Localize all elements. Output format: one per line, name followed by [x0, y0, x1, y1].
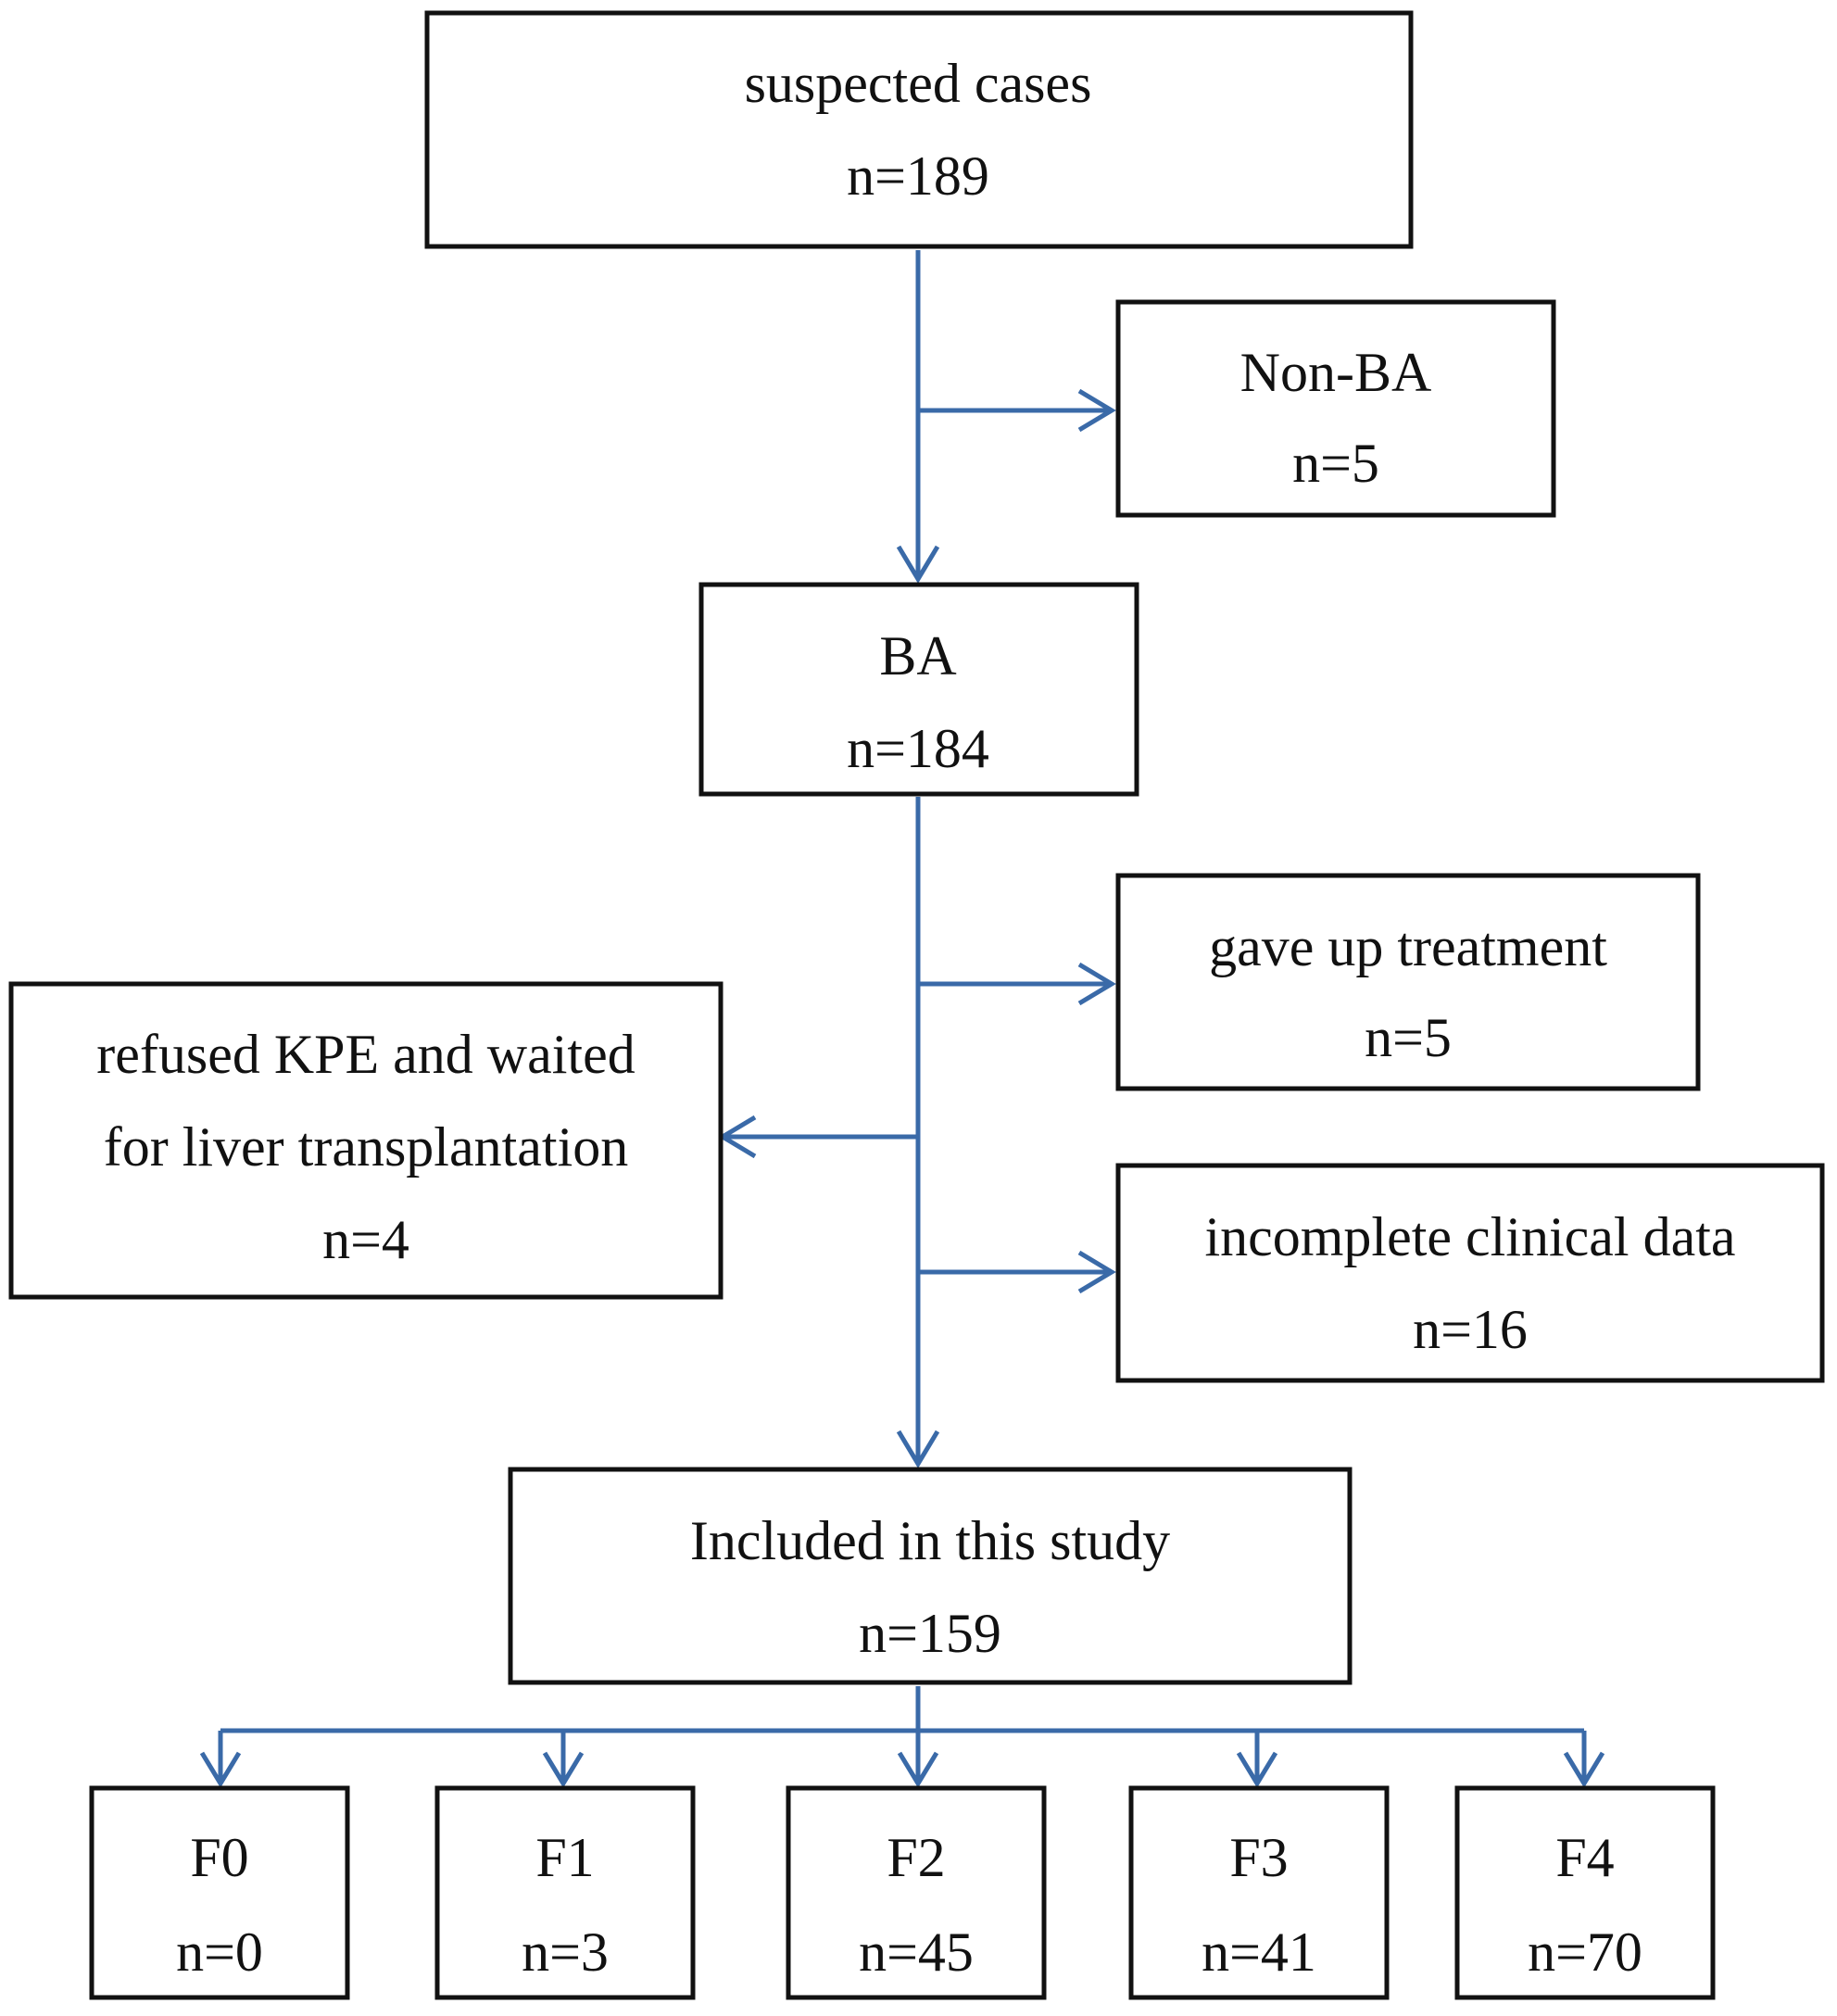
node-label-line: gave up treatment	[1209, 916, 1607, 977]
node-count: n=41	[1202, 1922, 1316, 1983]
node-count: n=189	[847, 145, 989, 207]
connectors	[199, 250, 1605, 1788]
node-f1: F1 n=3	[434, 1785, 696, 2000]
node-label-line: BA	[879, 625, 956, 687]
edge-ba-to-included-arrowhead	[896, 1430, 940, 1468]
edge-included-to-f4-arrowhead	[1563, 1751, 1605, 1788]
node-gave-up-treatment: gave up treatment n=5	[1115, 873, 1701, 1091]
edge-suspected-to-non-ba-arrowhead	[1077, 388, 1116, 433]
edge-suspected-to-ba-arrowhead	[896, 545, 940, 584]
node-included-in-study: Included in this study n=159	[508, 1467, 1353, 1685]
node-count: n=159	[859, 1603, 1001, 1664]
node-count: n=184	[847, 718, 989, 779]
edge-included-to-f0-arrowhead	[199, 1751, 242, 1788]
node-f2: F2 n=45	[786, 1785, 1047, 2000]
node-label-line: F1	[535, 1827, 594, 1888]
node-count: n=5	[1292, 433, 1379, 494]
node-label-line: Included in this study	[690, 1510, 1170, 1571]
node-count: n=16	[1413, 1299, 1528, 1360]
node-label-line: for liver transplantation	[104, 1116, 628, 1178]
node-refused-kpe: refused KPE and waited for liver transpl…	[8, 981, 723, 1300]
edge-included-to-f2-arrowhead	[897, 1751, 939, 1788]
node-label-line: F2	[887, 1827, 945, 1888]
edge-included-to-f3-arrowhead	[1236, 1751, 1278, 1788]
node-count: n=3	[522, 1922, 609, 1983]
node-suspected-cases: suspected cases n=189	[424, 10, 1414, 249]
node-label-line: F0	[190, 1827, 248, 1888]
node-label-line: F3	[1229, 1827, 1288, 1888]
node-incomplete-clinical-data: incomplete clinical data n=16	[1115, 1163, 1825, 1383]
node-count: n=70	[1528, 1922, 1642, 1983]
edge-ba-to-gave-up-arrowhead	[1077, 962, 1116, 1006]
node-label-line: Non-BA	[1240, 342, 1432, 403]
node-label-line: F4	[1555, 1827, 1614, 1888]
node-non-ba: Non-BA n=5	[1115, 299, 1556, 518]
node-label-line: refused KPE and waited	[96, 1024, 635, 1085]
node-f0: F0 n=0	[89, 1785, 350, 2000]
node-label-line: incomplete clinical data	[1204, 1206, 1735, 1267]
node-count: n=4	[322, 1209, 409, 1270]
node-count: n=5	[1365, 1007, 1452, 1068]
node-ba: BA n=184	[698, 582, 1139, 797]
edge-ba-to-incomplete-arrowhead	[1077, 1250, 1116, 1294]
node-label-line: suspected cases	[745, 53, 1092, 114]
node-count: n=0	[176, 1922, 263, 1983]
node-f3: F3 n=41	[1128, 1785, 1390, 2000]
node-f4: F4 n=70	[1454, 1785, 1716, 2000]
edge-included-to-f1-arrowhead	[542, 1751, 585, 1788]
node-count: n=45	[859, 1922, 974, 1983]
